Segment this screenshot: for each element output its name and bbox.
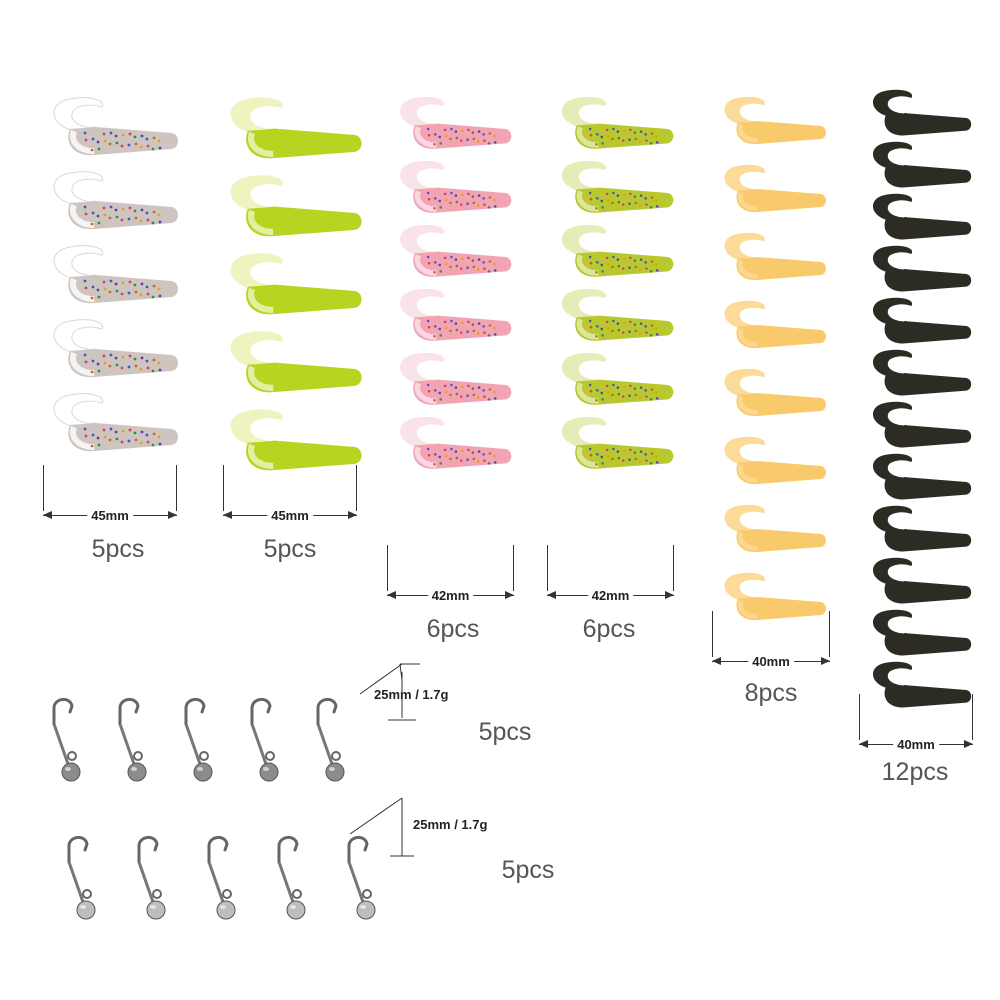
grub-lure <box>562 416 674 469</box>
jig-dimension-label: 25mm / 1.7g <box>413 817 488 832</box>
grub-lure <box>562 96 674 149</box>
grub-lure <box>873 609 972 656</box>
grub-lure <box>724 436 826 485</box>
grub-lure <box>873 505 972 552</box>
count-label: 12pcs <box>881 758 949 786</box>
grub-lure <box>562 224 674 277</box>
jig-head-hook <box>250 698 279 782</box>
grub-lure <box>400 224 512 277</box>
grub-lure <box>873 661 972 708</box>
jig-head-hook <box>52 698 81 782</box>
jig-dimension-label: 25mm / 1.7g <box>374 687 449 702</box>
grub-lure <box>230 97 362 159</box>
grub-lure <box>724 368 826 417</box>
grub-lure <box>724 232 826 281</box>
jig-head-hook <box>277 836 306 920</box>
jig-head-hook <box>137 836 166 920</box>
grub-lure <box>724 164 826 213</box>
grub-lure <box>400 96 512 149</box>
grub-lure <box>873 297 972 344</box>
grub-lure <box>562 288 674 341</box>
grub-lure <box>873 557 972 604</box>
dimension-label: 40mm <box>748 653 794 670</box>
grub-lure <box>230 409 362 471</box>
jig-head-hook <box>67 836 96 920</box>
jig-count-label: 5pcs <box>478 718 532 746</box>
dimension-label: 45mm <box>267 507 313 524</box>
dimension-marker: 40mm <box>712 611 830 673</box>
grub-lure <box>873 349 972 396</box>
grub-lure <box>53 393 178 452</box>
grub-lure <box>53 97 178 156</box>
grub-lure <box>53 171 178 230</box>
jig-dimension-marker <box>359 663 420 721</box>
jig-row-1: 25mm / 1.7g 5pcs <box>40 660 580 790</box>
grub-lure <box>724 300 826 349</box>
count-label: 8pcs <box>744 679 798 707</box>
jig-head-hook <box>207 836 236 920</box>
grub-lure <box>724 572 826 621</box>
grub-lure <box>724 96 826 145</box>
count-label: 5pcs <box>91 535 145 563</box>
grub-lure <box>53 319 178 378</box>
grub-lure <box>562 160 674 213</box>
grub-lure <box>400 416 512 469</box>
dimension-marker: 40mm <box>859 694 973 756</box>
grub-lure <box>400 288 512 341</box>
grub-lure <box>230 253 362 315</box>
jig-head-hook <box>184 698 213 782</box>
jig-head-hook <box>347 836 376 920</box>
grub-lure <box>873 141 972 188</box>
count-label: 6pcs <box>582 615 636 643</box>
grub-lure <box>873 89 972 136</box>
grub-lure <box>724 504 826 553</box>
jig-count-label: 5pcs <box>501 856 555 884</box>
dimension-marker: 42mm <box>547 545 674 607</box>
grub-lure <box>230 331 362 393</box>
jig-head-hook <box>316 698 345 782</box>
grub-lure <box>230 175 362 237</box>
dimension-label: 42mm <box>587 587 634 604</box>
grub-lure <box>873 453 972 500</box>
grub-lure <box>400 160 512 213</box>
grub-lure <box>400 352 512 405</box>
grub-lure <box>873 193 972 240</box>
grub-lure <box>873 245 972 292</box>
dimension-label: 40mm <box>893 736 939 753</box>
grub-lure <box>873 401 972 448</box>
jig-dimension-marker <box>349 797 414 857</box>
count-label: 5pcs <box>263 535 317 563</box>
count-label: 6pcs <box>426 615 480 643</box>
dimension-marker: 45mm <box>223 465 357 527</box>
dimension-marker: 45mm <box>43 465 177 527</box>
jig-row-2: 25mm / 1.7g 5pcs <box>55 790 615 920</box>
jig-head-hook <box>118 698 147 782</box>
grub-lure <box>53 245 178 304</box>
dimension-marker: 42mm <box>387 545 514 607</box>
grub-lure <box>562 352 674 405</box>
dimension-label: 42mm <box>427 587 474 604</box>
dimension-label: 45mm <box>87 507 133 524</box>
